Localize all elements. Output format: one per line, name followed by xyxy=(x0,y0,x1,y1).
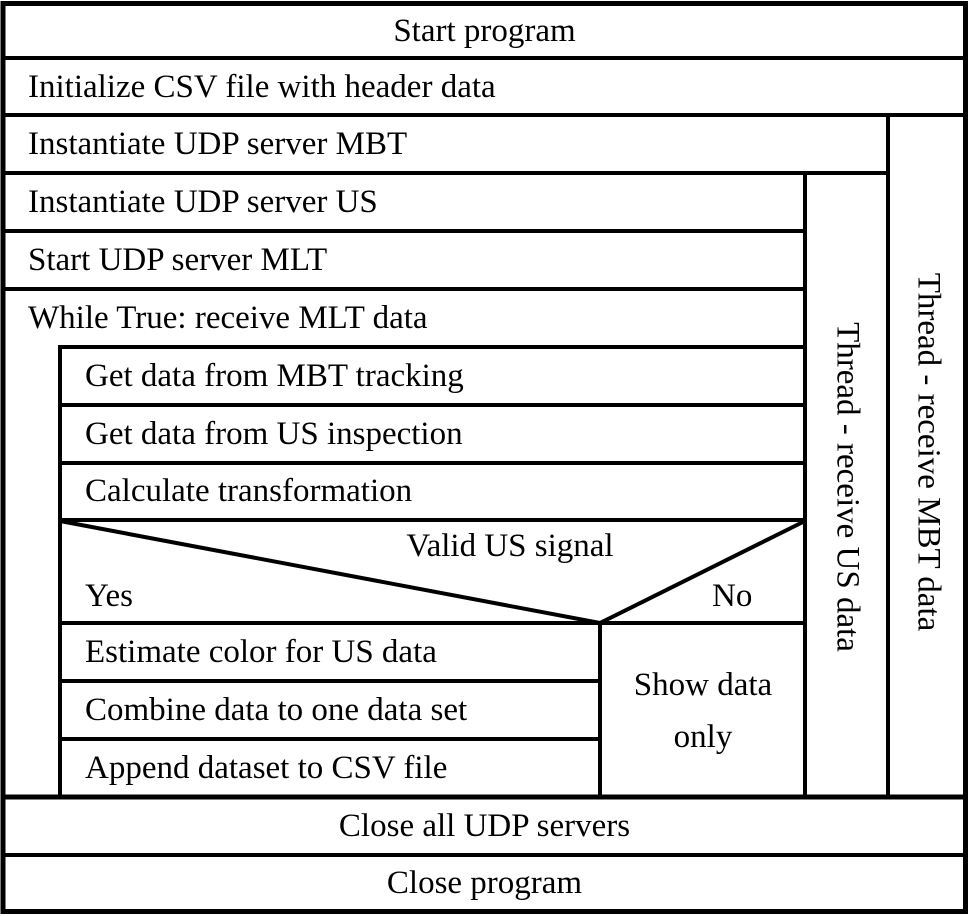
decision-yes-label: Yes xyxy=(85,577,134,614)
step-get-us: Get data from US inspection xyxy=(85,415,463,452)
step-calc-transform: Calculate transformation xyxy=(85,473,413,510)
decision-condition: Valid US signal xyxy=(406,527,614,564)
step-show-data-only: Show data only xyxy=(633,666,773,755)
step-start-mlt: Start UDP server MLT xyxy=(28,241,328,278)
step-start-program: Start program xyxy=(393,13,576,50)
step-estimate-color: Estimate color for US data xyxy=(85,633,437,670)
step-while-loop: While True: receive MLT data xyxy=(28,299,428,336)
thread-receive-us-data: Thread - receive US data xyxy=(829,322,866,652)
thread-receive-mbt-data: Thread - receive MBT data xyxy=(910,272,947,632)
step-get-mbt: Get data from MBT tracking xyxy=(85,357,464,394)
step-close-servers: Close all UDP servers xyxy=(338,807,631,844)
step-instantiate-mbt: Instantiate UDP server MBT xyxy=(28,125,408,162)
decision-diagonal-left xyxy=(59,519,601,625)
step-init-csv: Initialize CSV file with header data xyxy=(28,68,496,105)
step-instantiate-us: Instantiate UDP server US xyxy=(28,183,378,220)
decision-no-label: No xyxy=(712,577,753,614)
step-combine-data: Combine data to one data set xyxy=(85,691,468,728)
step-close-program: Close program xyxy=(386,864,583,901)
step-append-csv: Append dataset to CSV file xyxy=(85,749,448,786)
decision-diagonal-right xyxy=(599,519,806,625)
